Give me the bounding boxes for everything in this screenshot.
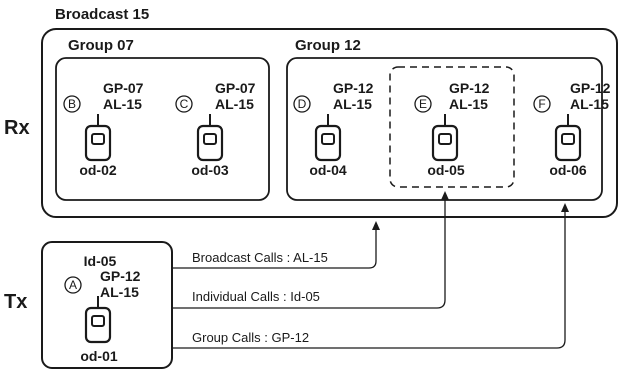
- radio-icon: [554, 112, 582, 162]
- receiver-d-od: od-04: [309, 162, 347, 178]
- individual-target-box: [389, 66, 515, 188]
- receiver-d-gp: GP-12: [333, 80, 374, 96]
- receiver-f: F GP-12 AL-15 od-06: [533, 80, 611, 178]
- receiver-c: C GP-07 AL-15 od-03: [175, 80, 256, 178]
- receiver-c-od: od-03: [191, 162, 229, 178]
- transmitter-a: Id-05 A GP-12 AL-15 od-01: [64, 253, 141, 364]
- letter-f: F: [538, 97, 545, 111]
- group-arrow: [172, 203, 569, 349]
- letter-badge-e: [414, 95, 432, 113]
- receiver-e-od: od-05: [427, 162, 465, 178]
- transmitter-gp: GP-12: [100, 268, 141, 284]
- receiver-f-al: AL-15: [570, 96, 609, 112]
- receiver-e: E GP-12 AL-15 od-05: [414, 80, 490, 178]
- letter-e: E: [419, 97, 427, 111]
- broadcast-call-label: Broadcast Calls : AL-15: [192, 250, 328, 265]
- group-12-title: Group 12: [295, 37, 361, 54]
- broadcast-title: Broadcast 15: [55, 6, 149, 23]
- receiver-b-od: od-02: [79, 162, 117, 178]
- receiver-b: B GP-07 AL-15 od-02: [63, 80, 144, 178]
- letter-a: A: [69, 278, 77, 292]
- individual-call-line: Individual Calls : Id-05: [172, 191, 449, 309]
- transmitter-box: [41, 241, 173, 369]
- group-call-line: Group Calls : GP-12: [172, 203, 569, 349]
- broadcast-arrow: [172, 221, 380, 269]
- letter-badge-d: [293, 95, 311, 113]
- letter-badge-f: [533, 95, 551, 113]
- transmitter-od: od-01: [80, 348, 118, 364]
- broadcast-call-line: Broadcast Calls : AL-15: [172, 221, 380, 269]
- individual-arrow: [172, 191, 449, 309]
- receiver-e-al: AL-15: [449, 96, 488, 112]
- transmitter-al: AL-15: [100, 284, 139, 300]
- receiver-d-al: AL-15: [333, 96, 372, 112]
- broadcast-box: [41, 28, 618, 218]
- receiver-b-al: AL-15: [103, 96, 142, 112]
- individual-call-label: Individual Calls : Id-05: [192, 289, 320, 304]
- group-07-title: Group 07: [68, 37, 134, 54]
- letter-badge-a: [64, 276, 82, 294]
- receiver-f-od: od-06: [549, 162, 587, 178]
- letter-badge-c: [175, 95, 193, 113]
- letter-c: C: [180, 97, 189, 111]
- receiver-e-gp: GP-12: [449, 80, 490, 96]
- transmitter-id: Id-05: [84, 253, 117, 269]
- radio-icon: [84, 112, 112, 162]
- letter-badge-b: [63, 95, 81, 113]
- group-07-box: [55, 57, 270, 201]
- radio-icon: [84, 294, 112, 344]
- tx-label: Tx: [4, 291, 27, 313]
- letter-d: D: [298, 97, 307, 111]
- receiver-c-al: AL-15: [215, 96, 254, 112]
- group-call-label: Group Calls : GP-12: [192, 330, 309, 345]
- radio-icon: [196, 112, 224, 162]
- letter-b: B: [68, 97, 76, 111]
- radio-icon: [431, 112, 459, 162]
- receiver-c-gp: GP-07: [215, 80, 256, 96]
- receiver-d: D GP-12 AL-15 od-04: [293, 80, 374, 178]
- rx-label: Rx: [4, 117, 30, 139]
- receiver-b-gp: GP-07: [103, 80, 144, 96]
- radio-icon: [314, 112, 342, 162]
- receiver-f-gp: GP-12: [570, 80, 611, 96]
